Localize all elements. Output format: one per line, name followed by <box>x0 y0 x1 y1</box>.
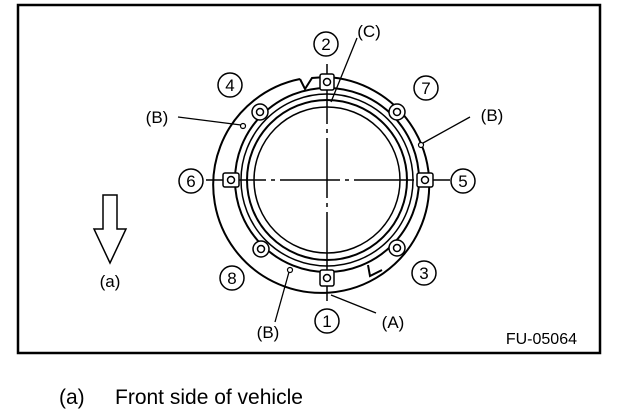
bolts <box>222 73 434 287</box>
label-b-left: (B) <box>146 108 169 127</box>
bolt-7 <box>388 103 406 121</box>
label-a: (A) <box>382 313 405 332</box>
legend-text: Front side of vehicle <box>115 386 303 409</box>
bolt-number-2: 2 <box>321 35 330 54</box>
figure-frame <box>16 3 602 355</box>
centerlines <box>206 64 450 301</box>
bolt-number-5: 5 <box>458 172 467 191</box>
bolt-number-1: 1 <box>322 312 331 331</box>
bolt-number-8: 8 <box>227 269 236 288</box>
leader-lines <box>177 37 471 323</box>
holes-b <box>239 122 425 274</box>
bolt-1 <box>319 269 335 287</box>
bolt-6 <box>222 172 240 188</box>
figure-code: FU-05064 <box>506 331 577 348</box>
bolt-4 <box>251 103 269 121</box>
flange-plate <box>212 76 431 294</box>
legend-key: (a) <box>59 386 85 409</box>
label-b-right: (B) <box>481 106 504 125</box>
bolt-8 <box>252 240 270 258</box>
bolt-5 <box>416 172 434 188</box>
bolt-number-3: 3 <box>419 264 428 283</box>
label-b-bottom: (B) <box>257 323 280 342</box>
bolt-number-4: 4 <box>225 76 234 95</box>
front-direction-arrow <box>92 194 128 265</box>
number-circles <box>178 31 476 334</box>
bolt-2 <box>319 73 335 91</box>
bolt-number-7: 7 <box>421 79 430 98</box>
bolt-number-6: 6 <box>186 172 195 191</box>
bolt-3 <box>388 239 406 257</box>
arrow-label: (a) <box>100 272 121 291</box>
label-c: (C) <box>357 22 381 41</box>
